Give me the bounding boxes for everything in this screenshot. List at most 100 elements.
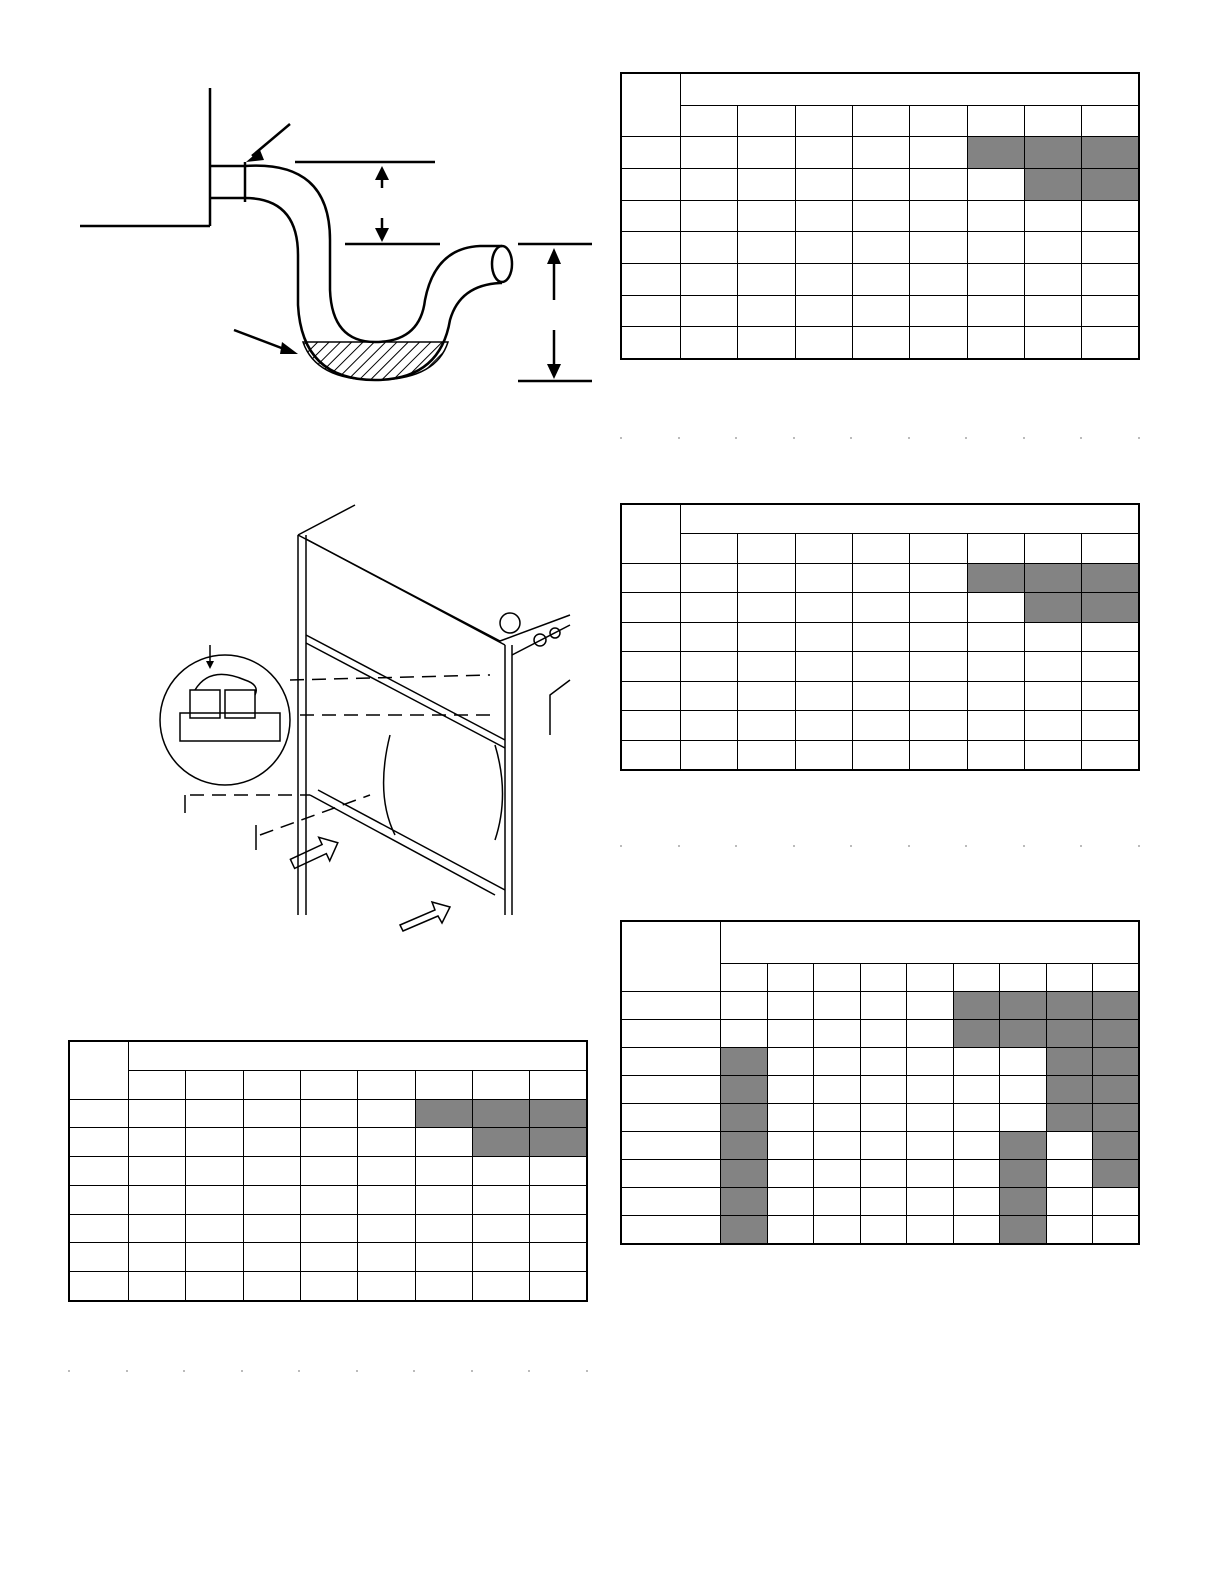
dot-mark: [68, 1370, 70, 1372]
table-row-label-cell: [620, 1186, 721, 1216]
table-cell: [813, 1046, 861, 1076]
table-cell: [679, 199, 739, 233]
table-cell: [1081, 739, 1140, 771]
table-cell: [357, 1271, 416, 1302]
table-cell: [794, 199, 853, 233]
table-cell: [242, 1213, 301, 1244]
table-cell: [813, 1214, 861, 1245]
table-cell-shaded: [1092, 1130, 1140, 1160]
table-subheader-row: [621, 533, 1140, 564]
table-subheader-cell: [794, 533, 853, 564]
table-cell: [414, 1213, 473, 1244]
table-cell-shaded: [1045, 1018, 1093, 1048]
table-subheader-cell: [1081, 533, 1140, 564]
table-cell-shaded: [952, 990, 1000, 1020]
table-cell: [414, 1184, 473, 1215]
table-cell: [414, 1127, 473, 1158]
table-cell: [766, 1186, 814, 1216]
table-cell: [794, 592, 853, 623]
table-cell: [529, 1213, 588, 1244]
table-cell: [794, 136, 853, 169]
table-cell: [794, 294, 853, 328]
table-cell: [813, 990, 861, 1020]
table-cell: [242, 1098, 301, 1129]
table-cell: [851, 326, 911, 360]
table-cell: [720, 1018, 768, 1048]
table-cell: [127, 1098, 187, 1129]
table-cell: [414, 1156, 473, 1186]
table-cell-shaded: [999, 1158, 1047, 1188]
table-cell: [679, 739, 739, 771]
dot-mark: [183, 1370, 185, 1372]
table-row: [620, 231, 1140, 264]
table-corner-cell: [620, 920, 721, 992]
table-cell: [471, 1156, 531, 1186]
table-cell: [357, 1213, 416, 1244]
table-cell: [952, 1158, 1000, 1188]
table-cell-shaded: [1023, 167, 1083, 201]
dot-mark: [793, 437, 795, 439]
table-cell: [242, 1242, 301, 1273]
table-cell-shaded: [1092, 990, 1140, 1020]
table-cell: [952, 1130, 1000, 1160]
table-cell-shaded: [952, 1018, 1000, 1048]
table-cell: [794, 710, 853, 741]
table-cell-shaded: [529, 1098, 588, 1129]
table-cell: [1081, 326, 1140, 360]
table-row: [620, 739, 1140, 771]
table-cell: [737, 262, 796, 296]
table-cell: [1081, 231, 1140, 264]
dot-mark: [678, 845, 680, 847]
table-row-label-cell: [68, 1271, 129, 1302]
dot-mark: [1138, 845, 1140, 847]
table-cell: [185, 1213, 244, 1244]
table-cell: [127, 1271, 187, 1302]
dot-mark: [1023, 437, 1025, 439]
table-cell: [737, 739, 796, 771]
table-row: [68, 1127, 588, 1158]
table-cell: [851, 136, 911, 169]
dot-mark: [1023, 845, 1025, 847]
table-cell-shaded: [720, 1074, 768, 1104]
dot-mark: [298, 1370, 300, 1372]
table-cell: [414, 1271, 473, 1302]
table-cell: [966, 739, 1025, 771]
table-cell: [906, 1214, 954, 1245]
dot-mark: [471, 1370, 473, 1372]
sizing-table-bottom-right: [620, 920, 1140, 1245]
table-row-label-cell: [68, 1242, 129, 1273]
table-row-label-cell: [620, 1102, 721, 1132]
table-row-label-cell: [620, 262, 681, 296]
table-row: [620, 136, 1140, 169]
table-row-label-cell: [620, 1074, 721, 1104]
table-cell: [766, 1074, 814, 1104]
table-cell: [851, 562, 911, 594]
table-cell: [966, 167, 1025, 201]
table-cell: [1081, 621, 1140, 653]
table-cell: [851, 167, 911, 201]
table-cell: [679, 651, 739, 682]
table-footnote-dots-3: [68, 1370, 588, 1374]
table-row-label-cell: [68, 1098, 129, 1129]
table-cell: [766, 1214, 814, 1245]
table-cell-shaded: [1092, 1018, 1140, 1048]
dot-mark: [356, 1370, 358, 1372]
dot-mark: [678, 437, 680, 439]
table-cell: [851, 199, 911, 233]
table-cell: [966, 651, 1025, 682]
table-subheader-cell: [859, 962, 907, 992]
table-subheader-cell: [242, 1069, 301, 1100]
dot-mark: [1080, 845, 1082, 847]
table-cell: [1045, 1186, 1093, 1216]
dot-mark: [850, 437, 852, 439]
table-cell: [299, 1184, 359, 1215]
table-cell: [299, 1098, 359, 1129]
table-cell: [679, 262, 739, 296]
table-cell: [1023, 621, 1083, 653]
table-cell: [909, 294, 968, 328]
table-cell: [909, 592, 968, 623]
table-row-label-cell: [620, 562, 681, 594]
table-subheader-cell: [127, 1069, 187, 1100]
table-cell: [737, 621, 796, 653]
table-row-label-cell: [620, 680, 681, 712]
